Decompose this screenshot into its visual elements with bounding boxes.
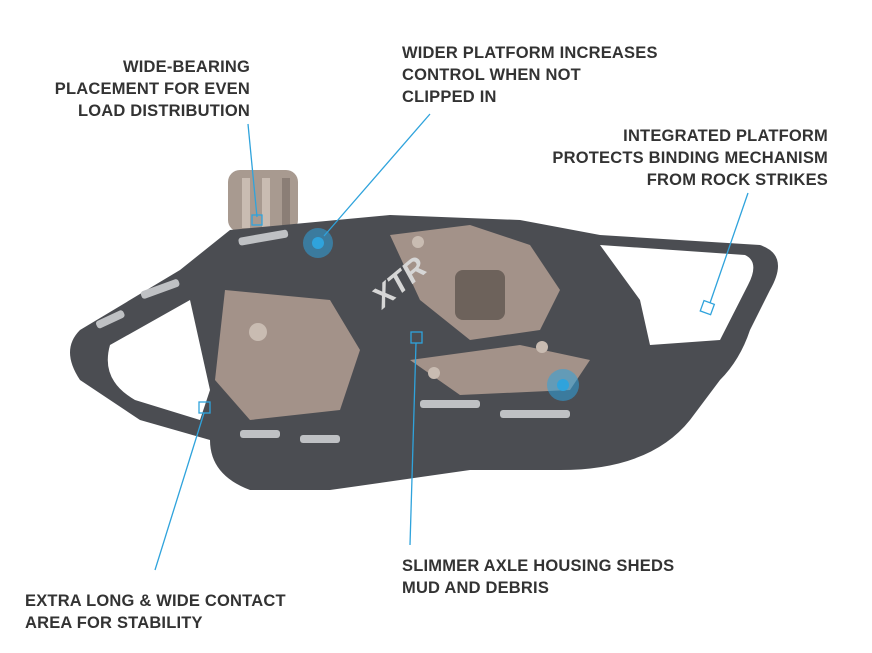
callout-line: CONTROL WHEN NOT	[402, 66, 581, 84]
callout-line: CLIPPED IN	[402, 88, 497, 106]
binding-mechanism	[215, 225, 590, 420]
leader-lines	[154, 113, 749, 571]
callout-line: SLIMMER AXLE HOUSING SHEDS	[402, 557, 675, 575]
callout-line: MUD AND DEBRIS	[402, 579, 550, 597]
callout-integrated-platform: INTEGRATED PLATFORM PROTECTS BINDING MEC…	[552, 125, 828, 191]
callout-line: PROTECTS BINDING MECHANISM	[552, 149, 828, 167]
callout-line: WIDE-BEARING	[122, 58, 250, 76]
grip-pins	[95, 229, 570, 443]
callout-line: INTEGRATED PLATFORM	[623, 127, 828, 145]
callout-line: LOAD DISTRIBUTION	[77, 102, 250, 120]
callout-line: WIDER PLATFORM INCREASES	[402, 44, 658, 62]
callout-contact-area: EXTRA LONG & WIDE CONTACT AREA FOR STABI…	[25, 590, 286, 634]
callout-line: FROM ROCK STRIKES	[646, 171, 828, 189]
callout-line: EXTRA LONG & WIDE CONTACT	[25, 592, 286, 610]
highlight-dot	[557, 379, 569, 391]
callout-wide-bearing: WIDE-BEARING PLACEMENT FOR EVEN LOAD DIS…	[55, 56, 250, 122]
callout-slimmer-axle: SLIMMER AXLE HOUSING SHEDS MUD AND DEBRI…	[402, 555, 674, 599]
axle	[228, 170, 298, 232]
callout-line: AREA FOR STABILITY	[25, 614, 203, 632]
highlight-dot	[312, 237, 324, 249]
callout-line: PLACEMENT FOR EVEN	[54, 80, 250, 98]
platform-body	[70, 215, 778, 490]
callout-wider-platform: WIDER PLATFORM INCREASES CONTROL WHEN NO…	[402, 42, 658, 108]
